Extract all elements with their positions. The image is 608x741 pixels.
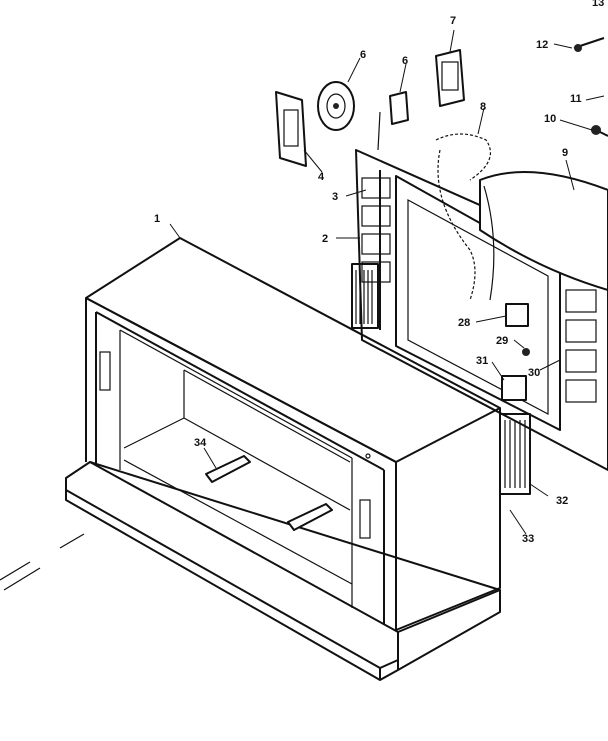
callout-2: 2 <box>322 233 328 245</box>
callout-31: 31 <box>476 355 488 367</box>
speaker <box>317 81 355 131</box>
part-6-plate <box>389 91 409 125</box>
callout-13: 13 <box>592 0 604 9</box>
callout-10: 10 <box>544 113 556 125</box>
speaker-bracket <box>275 91 307 167</box>
callout-7: 7 <box>450 15 456 27</box>
cabinet <box>0 237 501 681</box>
callout-9: 9 <box>562 147 568 159</box>
back-panel <box>351 149 608 495</box>
callout-34: 34 <box>194 437 207 449</box>
callout-12: 12 <box>536 39 548 51</box>
callout-1: 1 <box>154 213 160 225</box>
callout-11: 11 <box>570 93 582 105</box>
callout-33: 33 <box>522 533 534 545</box>
callout-6a: 6 <box>360 49 366 61</box>
part-7-plate <box>435 49 465 107</box>
screw-10 <box>591 125 608 137</box>
callout-6b: 6 <box>402 55 408 67</box>
callout-32: 32 <box>556 495 568 507</box>
grill-left <box>351 263 379 329</box>
callout-3: 3 <box>332 191 338 203</box>
grill-right <box>499 413 531 495</box>
callout-28: 28 <box>458 317 470 329</box>
part-8-cable <box>435 133 491 301</box>
callout-29: 29 <box>496 335 508 347</box>
callout-8: 8 <box>480 101 486 113</box>
callout-30: 30 <box>528 367 540 379</box>
screw-12 <box>573 37 605 52</box>
picture-tube <box>479 171 608 301</box>
callout-4: 4 <box>318 171 325 183</box>
